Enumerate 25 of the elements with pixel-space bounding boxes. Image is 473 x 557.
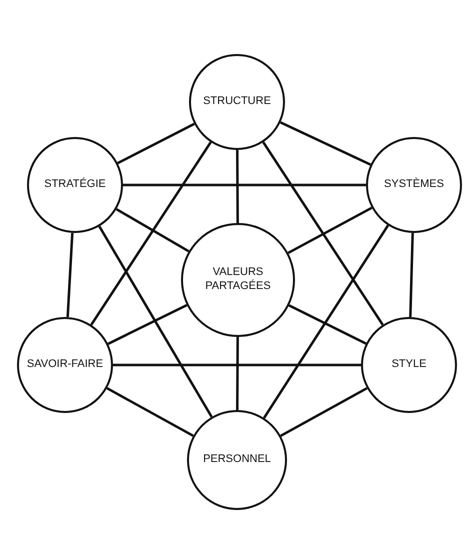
connector-line xyxy=(288,304,367,345)
connector-line xyxy=(90,141,212,326)
node-label: SAVOIR-FAIRE xyxy=(26,358,104,372)
connector-line xyxy=(123,184,366,186)
connector-line xyxy=(98,226,213,418)
connector-line xyxy=(236,150,239,223)
connector-line xyxy=(116,208,190,252)
connector-line xyxy=(280,387,368,437)
connector-line xyxy=(262,141,384,326)
node-label: VALEURS PARTAGÉES xyxy=(204,266,272,294)
connector-line xyxy=(108,304,188,345)
node-label: STRUCTURE xyxy=(203,95,271,109)
connector-line xyxy=(113,364,361,366)
node-label: STYLE xyxy=(392,358,426,372)
connector-line xyxy=(66,232,74,318)
connector-line xyxy=(409,232,414,318)
connector-line xyxy=(263,224,390,419)
node-label: PERSONNEL xyxy=(203,453,271,467)
connector-line xyxy=(236,337,239,410)
connector-line xyxy=(106,387,194,437)
node-label: STRATÉGIE xyxy=(44,178,106,192)
node-label: SYSTÈMES xyxy=(384,178,444,192)
connector-line xyxy=(280,121,372,166)
connector-line xyxy=(117,122,195,164)
connector-line xyxy=(288,206,372,254)
